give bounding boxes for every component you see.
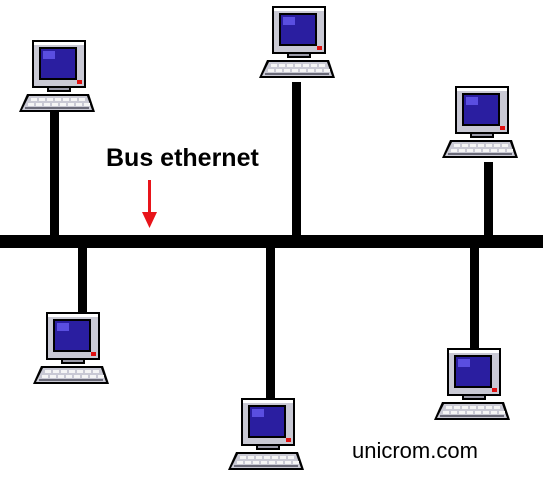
drop-cable-6 [470,244,479,352]
watermark: unicrom.com [352,438,478,463]
desktop-computer-icon [259,6,335,78]
bus-backbone [0,235,543,248]
desktop-computer-icon [19,40,95,112]
desktop-computer-icon [434,348,510,420]
desktop-computer-icon [228,398,304,470]
desktop-computer-icon [442,86,518,158]
down-arrow-icon [142,180,157,228]
drop-cable-2 [292,82,301,240]
desktop-computer-icon [33,312,109,384]
bus-label: Bus ethernet [106,144,259,172]
drop-cable-1 [50,112,59,240]
drop-cable-3 [484,162,493,240]
drop-cable-5 [266,244,275,399]
drop-cable-4 [78,244,87,312]
